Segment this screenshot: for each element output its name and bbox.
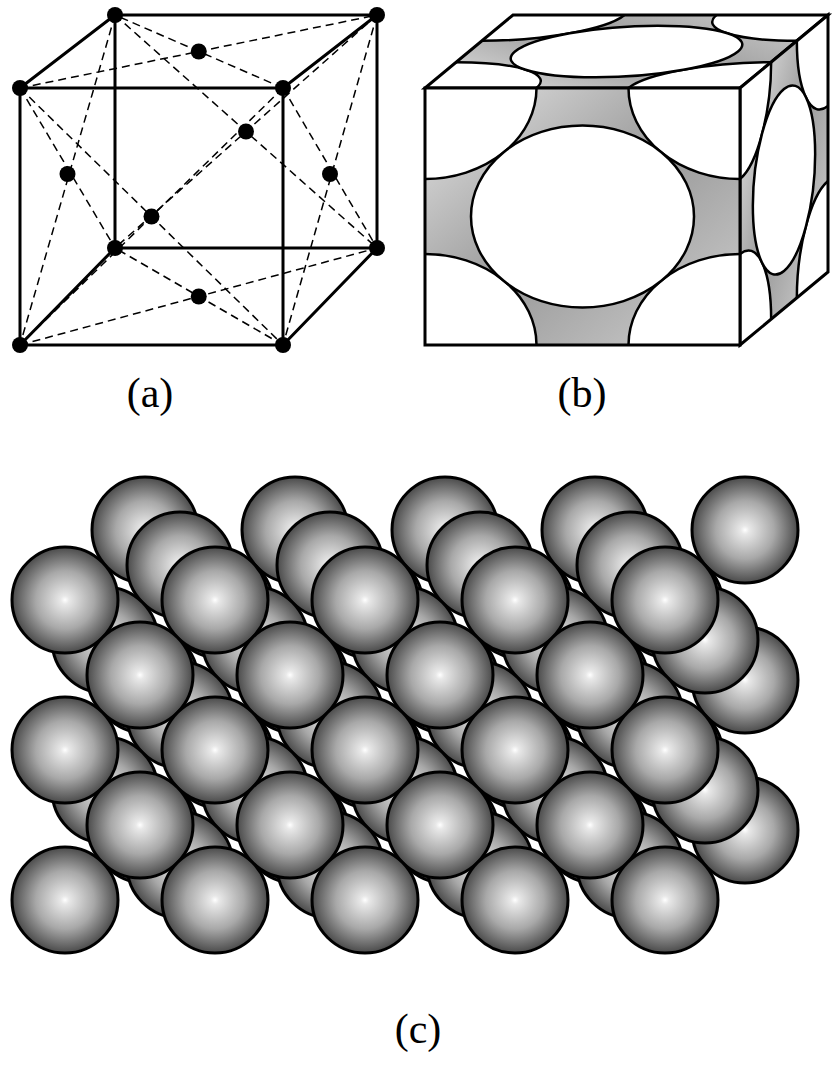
face-diagonal bbox=[20, 88, 283, 345]
face-diagonal bbox=[20, 88, 115, 248]
lattice-points bbox=[12, 7, 385, 353]
cube-edge bbox=[283, 15, 377, 88]
atom-sphere bbox=[162, 847, 268, 953]
panel-label: (a) bbox=[75, 372, 225, 414]
corner-atom bbox=[12, 80, 28, 96]
cube-outline bbox=[740, 15, 828, 345]
cube-edge bbox=[20, 248, 115, 345]
cube-edge bbox=[20, 88, 283, 345]
atom-section bbox=[484, 26, 769, 78]
face-diagonal bbox=[115, 248, 283, 345]
face-atom bbox=[144, 209, 160, 225]
atom-section bbox=[753, 63, 815, 297]
panel-label: (c) bbox=[343, 1008, 493, 1050]
corner-atom bbox=[12, 337, 28, 353]
face-diagonal bbox=[283, 15, 377, 345]
corner-atom bbox=[275, 337, 291, 353]
face-diagonal bbox=[115, 15, 377, 248]
panel-label: (b) bbox=[507, 372, 657, 414]
corner-atom bbox=[369, 7, 385, 23]
face-atom bbox=[238, 124, 254, 140]
face-atom bbox=[191, 289, 207, 305]
cube-front-face bbox=[313, 0, 837, 436]
corner-atom bbox=[275, 80, 291, 96]
atom-sphere bbox=[612, 847, 718, 953]
atom-sphere bbox=[12, 847, 118, 953]
face-atom bbox=[191, 44, 207, 60]
corner-atom bbox=[107, 7, 123, 23]
face-diagonal bbox=[20, 15, 377, 88]
corner-atom bbox=[107, 240, 123, 256]
cube-edge bbox=[20, 15, 115, 88]
face-atom bbox=[60, 166, 76, 182]
face-atom bbox=[322, 166, 338, 182]
face-diagonal bbox=[115, 15, 283, 88]
cube-edge bbox=[283, 248, 377, 345]
corner-atom bbox=[369, 240, 385, 256]
atom-section bbox=[471, 126, 694, 308]
face-diagonal bbox=[20, 15, 115, 345]
face-diagonal bbox=[20, 88, 283, 345]
cube-outline bbox=[425, 88, 740, 345]
hard-sphere-unit-cell bbox=[282, 0, 837, 462]
atom-sphere bbox=[312, 847, 418, 953]
fcc-lattice-wireframe bbox=[12, 7, 385, 353]
cube-edge bbox=[115, 14, 377, 17]
cube-edge bbox=[114, 15, 117, 248]
cube-edges bbox=[20, 15, 377, 345]
cube-edge bbox=[376, 15, 379, 248]
face-diagonal bbox=[20, 248, 377, 345]
face-diagonals bbox=[20, 15, 377, 345]
cube-edge bbox=[115, 247, 377, 250]
packed-sphere-aggregate bbox=[12, 477, 798, 953]
atom-sphere bbox=[462, 847, 568, 953]
face-diagonal bbox=[115, 15, 377, 248]
face-diagonal bbox=[283, 88, 377, 248]
